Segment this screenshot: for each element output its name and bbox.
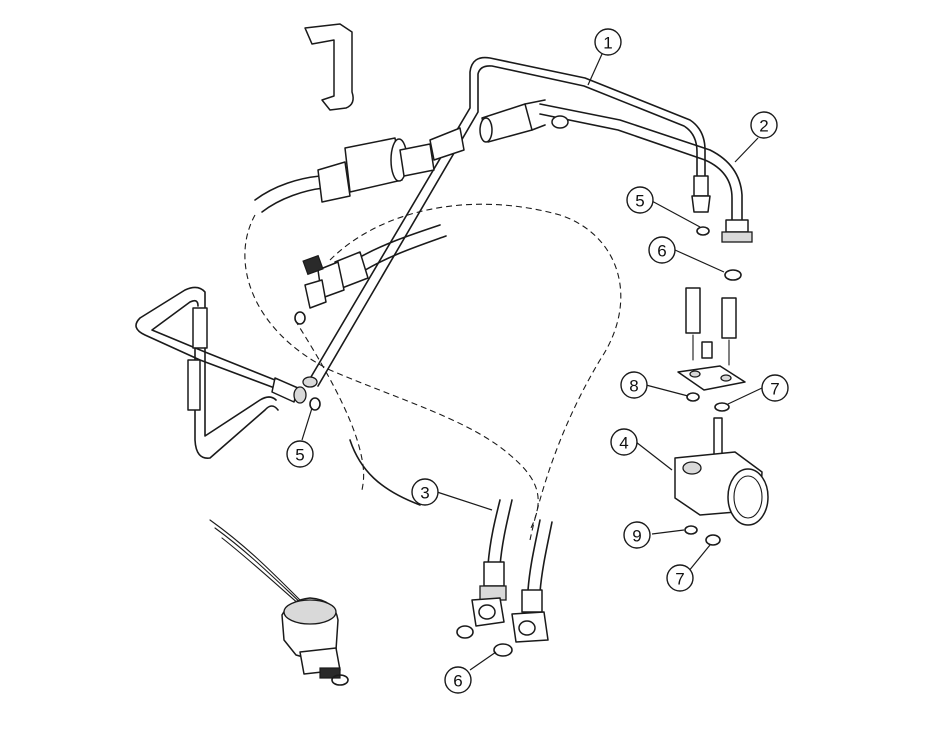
upper-hose-muffler [254, 99, 546, 213]
callout-6b-label: 6 [453, 672, 462, 691]
callout-8-label: 8 [629, 377, 638, 396]
lower-hose-pair [349, 439, 553, 643]
dashed-routing-paths [244, 203, 622, 541]
callout-9: 9 [623, 521, 651, 549]
callout-1: 1 [594, 28, 622, 56]
rigid-pipe-1 [302, 56, 711, 388]
callout-5a-label: 5 [635, 192, 644, 211]
rigid-pipe-2 [539, 103, 753, 243]
callout-9-label: 9 [632, 527, 641, 546]
callout-6b: 6 [444, 666, 472, 694]
callout-7a: 7 [761, 374, 789, 402]
callout-1-label: 1 [603, 34, 612, 53]
callout-8: 8 [620, 371, 648, 399]
callout-5a: 5 [626, 186, 654, 214]
expansion-valve-assembly [674, 287, 769, 526]
callout-4: 4 [610, 428, 638, 456]
service-valve-hose [294, 224, 447, 325]
callout-2: 2 [750, 111, 778, 139]
callout-5b: 5 [286, 440, 314, 468]
callout-2-label: 2 [759, 117, 768, 136]
callout-7b: 7 [666, 564, 694, 592]
callout-leaders [301, 53, 763, 671]
callout-5b-label: 5 [295, 446, 304, 465]
callout-4-label: 4 [619, 434, 628, 453]
callout-6a-label: 6 [657, 242, 666, 261]
callout-3: 3 [411, 478, 439, 506]
left-rigid-pipe [135, 286, 307, 459]
callout-6a: 6 [648, 236, 676, 264]
pressure-switch [209, 519, 349, 686]
hose-bracket-clip [304, 23, 354, 111]
o-rings [309, 226, 742, 657]
callout-3-label: 3 [420, 484, 429, 503]
callout-7a-label: 7 [770, 380, 779, 399]
callout-7b-label: 7 [675, 570, 684, 589]
